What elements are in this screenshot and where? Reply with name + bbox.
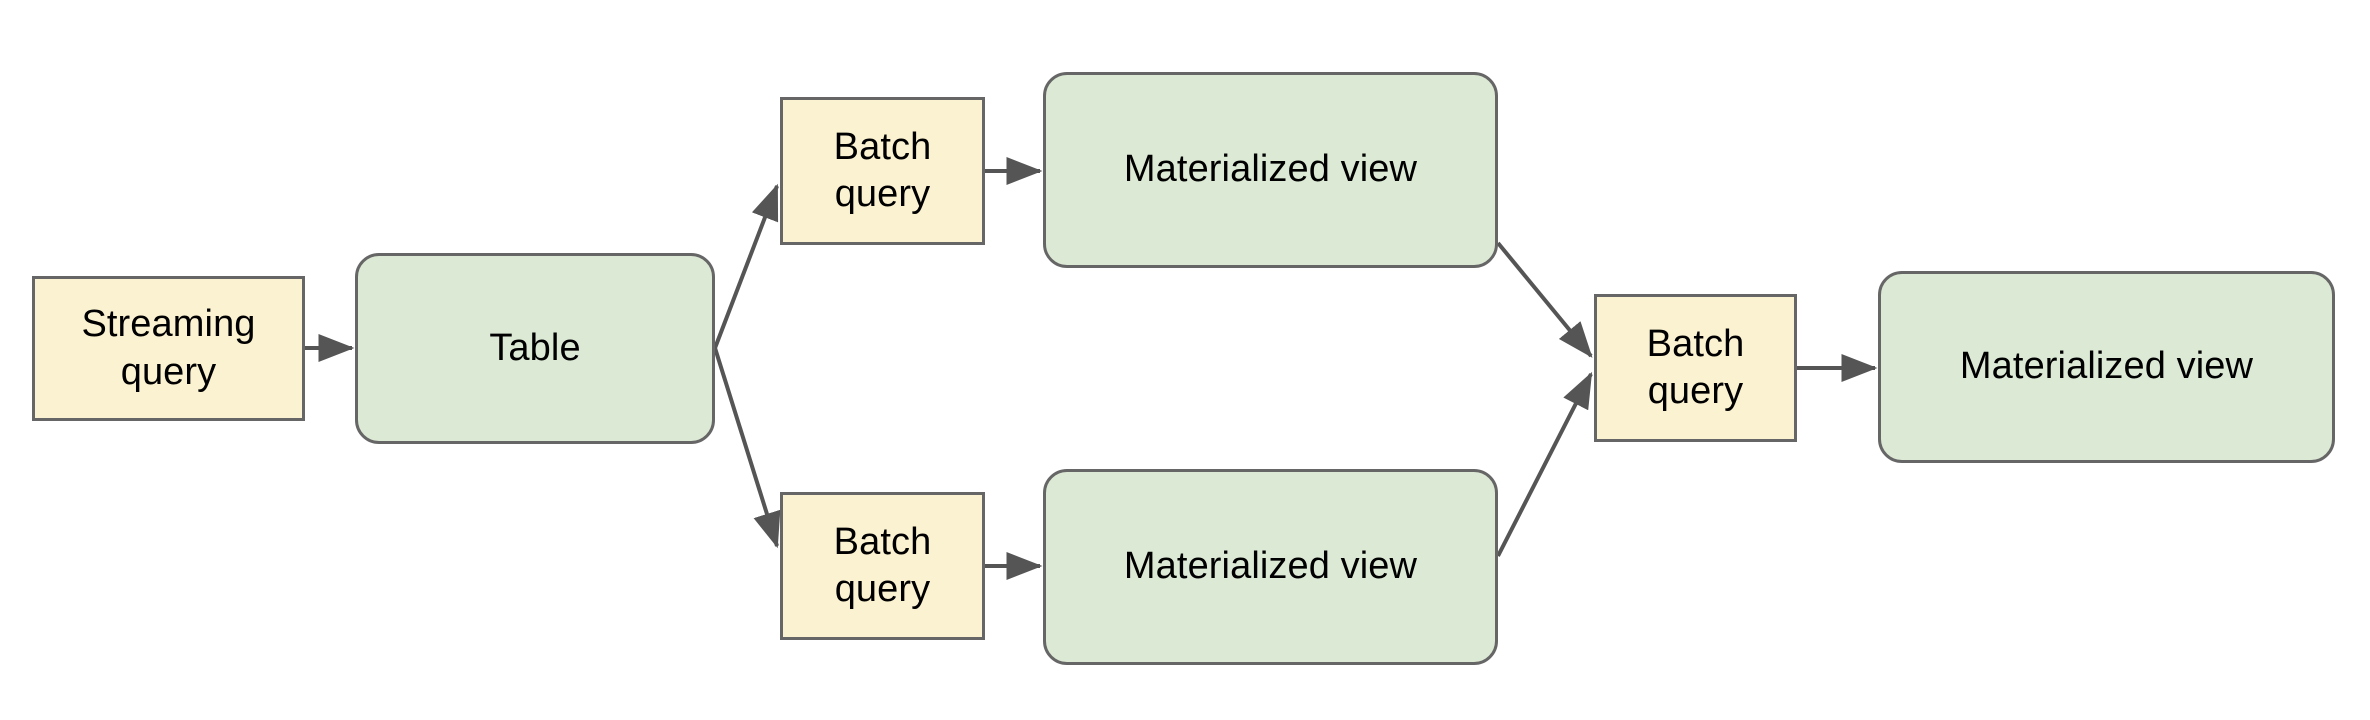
- node-label-batch-query-join: Batch query: [1646, 322, 1745, 412]
- node-label-materialized-view-bottom: Materialized view: [1123, 545, 1418, 588]
- node-label-batch-query-top: Batch query: [833, 125, 932, 215]
- edge-mv-bottom-to-batch-join: [1496, 371, 1593, 557]
- edge-table-to-batch-top: [713, 183, 779, 349]
- node-label-materialized-view-top: Materialized view: [1123, 148, 1418, 191]
- edge-table-to-batch-bottom: [713, 347, 781, 549]
- node-batch-query-top[interactable]: Batch query: [780, 97, 985, 245]
- node-materialized-view-bottom[interactable]: Materialized view: [1043, 469, 1498, 665]
- node-batch-query-bottom[interactable]: Batch query: [780, 492, 985, 640]
- node-materialized-view-top[interactable]: Materialized view: [1043, 72, 1498, 268]
- node-table[interactable]: Table: [355, 253, 715, 444]
- node-label-batch-query-bottom: Batch query: [833, 520, 932, 610]
- node-label-materialized-view-final: Materialized view: [1959, 345, 2254, 388]
- node-streaming-query[interactable]: Streaming query: [32, 276, 305, 421]
- node-label-table: Table: [489, 326, 581, 369]
- node-batch-query-join[interactable]: Batch query: [1594, 294, 1797, 442]
- node-materialized-view-final[interactable]: Materialized view: [1878, 271, 2335, 463]
- edge-mv-top-to-batch-join: [1496, 241, 1593, 358]
- node-label-streaming-query: Streaming query: [81, 303, 256, 393]
